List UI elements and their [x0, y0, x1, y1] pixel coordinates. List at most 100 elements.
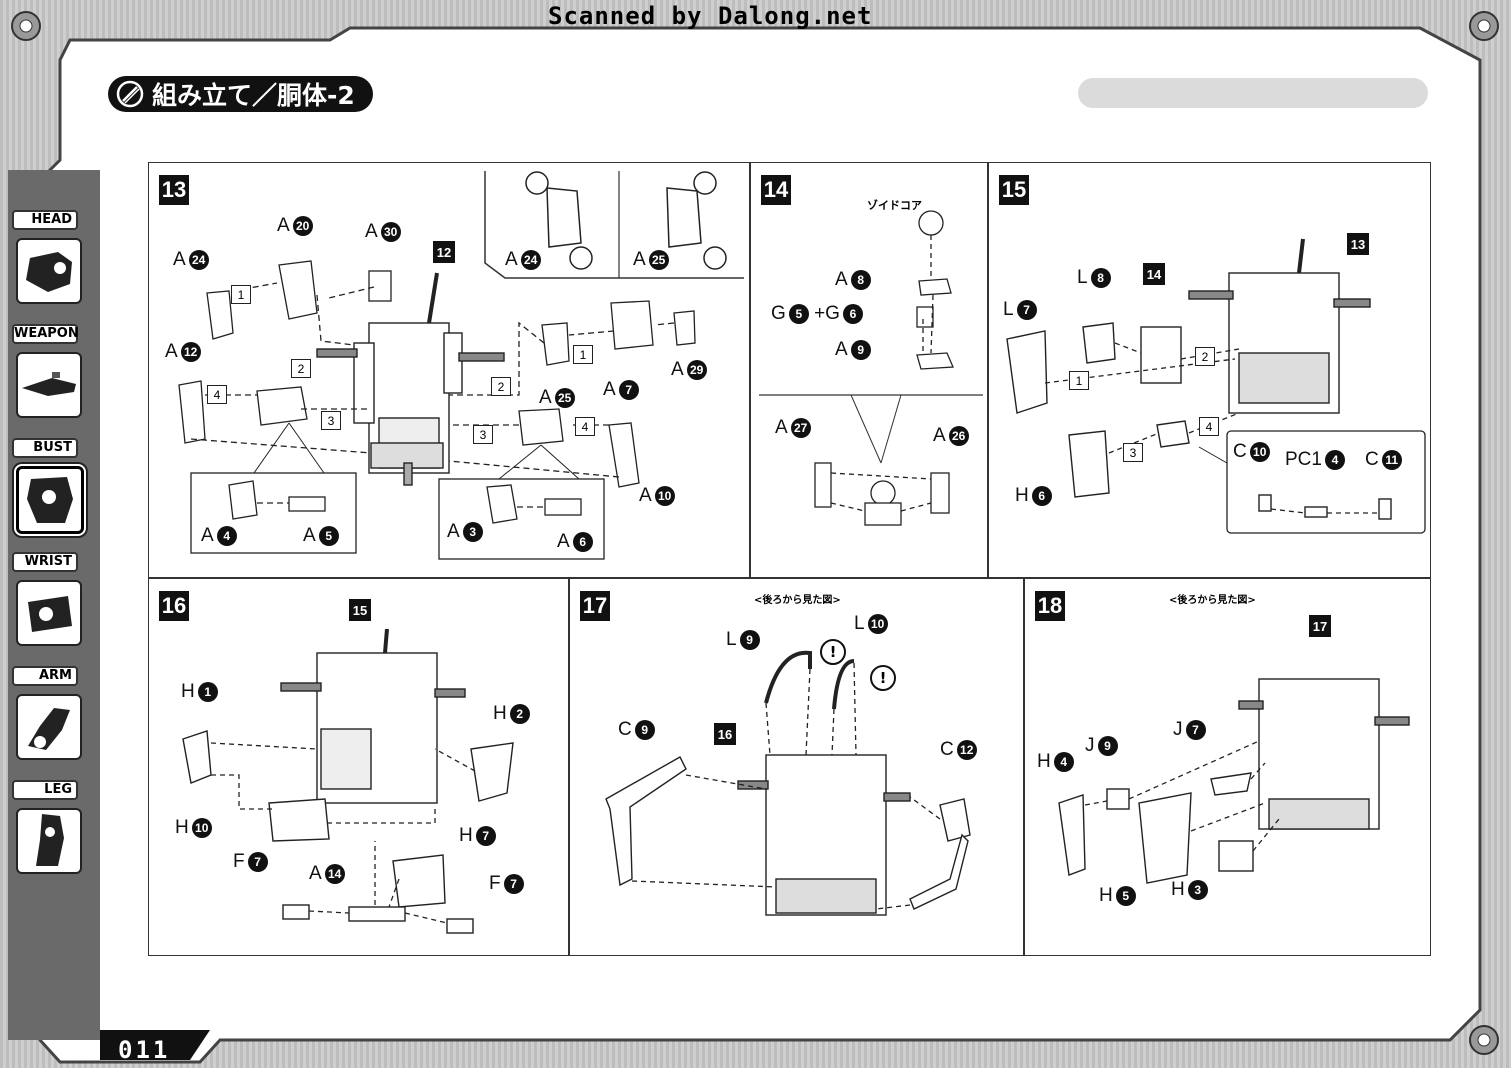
ref-step-16: 16	[710, 723, 736, 745]
sequence-number: 2	[491, 377, 511, 396]
section-title-text: 組み立て／胴体-2	[152, 81, 355, 110]
sequence-number: 4	[1199, 417, 1219, 436]
head-part-icon	[16, 238, 82, 304]
sidebar-item-label: ARM	[12, 666, 78, 686]
sidebar-item-bust[interactable]: BUST	[10, 436, 88, 550]
sequence-number: 3	[1123, 443, 1143, 462]
sequence-number: 1	[573, 345, 593, 364]
page-number: 011	[118, 1036, 171, 1064]
sidebar-item-label: HEAD	[12, 210, 78, 230]
ref-step-13: 13	[1343, 233, 1369, 255]
sequence-number: 4	[207, 385, 227, 404]
sidebar-item-label: LEG	[12, 780, 78, 800]
sidebar-item-head[interactable]: HEAD	[10, 208, 88, 322]
weapon-part-icon	[16, 352, 82, 418]
ghost-title-bar	[1078, 78, 1428, 108]
step-14-diagram	[759, 210, 983, 526]
ref-step-12: 12	[429, 241, 455, 263]
step-number-badge: 17	[580, 591, 610, 621]
scan-credit: Scanned by Dalong.net	[548, 2, 873, 30]
ref-step-17: 17	[1305, 615, 1331, 637]
sidebar-item-label: WRIST	[12, 552, 78, 572]
step-13-panel: 13	[148, 162, 750, 578]
sidebar-item-wrist[interactable]: WRIST	[10, 550, 88, 664]
sidebar-item-label: WEAPON	[12, 324, 79, 344]
caution-icon: !	[820, 639, 846, 665]
sidebar-item-arm[interactable]: ARM	[10, 664, 88, 778]
sequence-number: 1	[1069, 371, 1089, 390]
sequence-number: 3	[473, 425, 493, 444]
wrist-part-icon	[16, 580, 82, 646]
ref-step-14: 14	[1139, 263, 1165, 285]
section-title: 組み立て／胴体-2	[108, 76, 373, 112]
sidebar-item-label: BUST	[12, 438, 78, 458]
sidebar-item-leg[interactable]: LEG	[10, 778, 88, 892]
sequence-number: 2	[291, 359, 311, 378]
step-17-diagram	[605, 650, 971, 916]
step-number-badge: 16	[159, 591, 189, 621]
step-number-badge: 14	[761, 175, 791, 205]
step-number-badge: 18	[1035, 591, 1065, 621]
leg-part-icon	[16, 808, 82, 874]
sequence-number: 1	[231, 285, 251, 304]
sidebar-item-weapon[interactable]: WEAPON	[10, 322, 88, 436]
bolt-circle-icon	[116, 80, 144, 108]
sequence-number: 3	[321, 411, 341, 430]
bust-part-icon	[16, 466, 84, 534]
arm-part-icon	[16, 694, 82, 760]
zoid-core-label: ゾイドコア	[867, 199, 922, 212]
step-15-diagram	[1006, 238, 1426, 534]
sequence-number: 2	[1195, 347, 1215, 366]
caution-icon: !	[870, 665, 896, 691]
step-16-diagram	[182, 628, 514, 934]
sequence-number: 4	[575, 417, 595, 436]
ref-step-15: 15	[345, 599, 371, 621]
rear-view-note: <後ろから見た図>	[1169, 595, 1256, 606]
step-number-badge: 15	[999, 175, 1029, 205]
step-number-badge: 13	[159, 175, 189, 205]
